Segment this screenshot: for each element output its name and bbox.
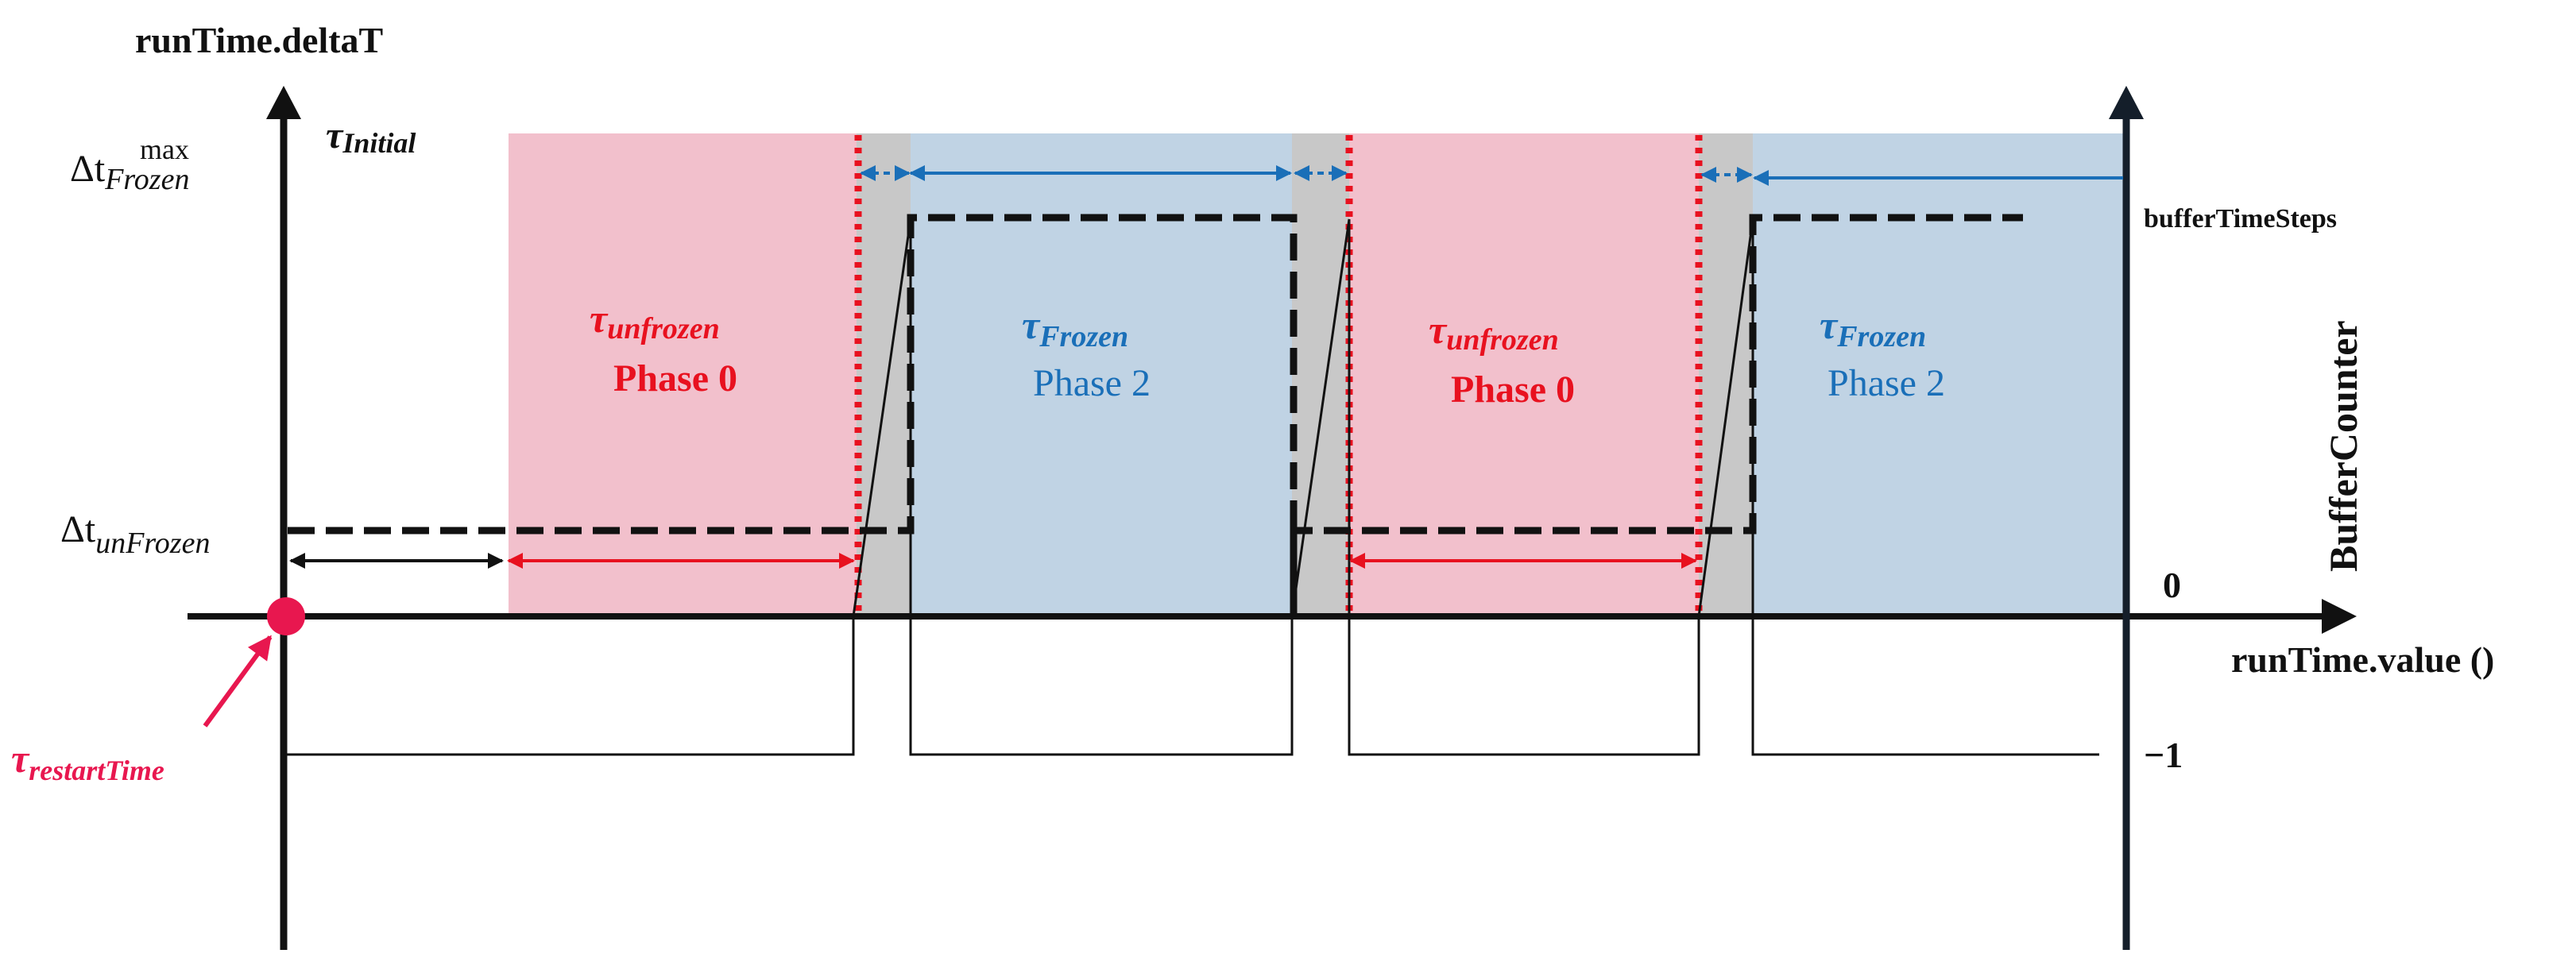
phase-tau-label-3: τunfrozen: [1429, 307, 1559, 357]
tau-initial-label: τInitial: [326, 114, 416, 159]
restart-pointer-arrow: [203, 635, 273, 728]
delta-t-frozen-max-label: ΔtFrozenmax: [70, 133, 189, 196]
frozen-region-2: [1753, 133, 2126, 616]
x-axis-title: runTime.value (): [2231, 639, 2494, 680]
phase-name-label-4: Phase 2: [1828, 362, 1945, 404]
phase-tau-label-2: τFrozen: [1022, 303, 1128, 353]
left-axis-arrowhead: [266, 86, 301, 119]
phase-name-label-2: Phase 2: [1033, 362, 1151, 404]
right-axis-zero-tick: 0: [2163, 565, 2181, 605]
buffer-time-steps-label: bufferTimeSteps: [2144, 204, 2337, 234]
restart-time-marker: [267, 597, 305, 635]
delta-t-unfrozen-label: ΔtunFrozen: [60, 508, 210, 560]
delta-t-dashed-profile: [288, 214, 2023, 615]
right-axis-arrowhead: [2109, 86, 2144, 119]
tau-restart-time-label: τrestartTime: [11, 736, 164, 786]
left-axis-title: runTime.deltaT: [135, 20, 383, 60]
transition-region-3: [1699, 133, 1753, 616]
phase-tau-label-1: τunfrozen: [590, 296, 720, 345]
unfrozen-region-1: [509, 133, 857, 616]
transition-region-2: [1292, 133, 1349, 616]
phase-name-label-3: Phase 0: [1451, 369, 1575, 411]
phase-name-label-1: Phase 0: [613, 357, 737, 400]
phase-tau-label-4: τFrozen: [1820, 303, 1926, 353]
buffer-counter-waveform: [286, 218, 2099, 756]
right-axis-minus-one-tick: −1: [2144, 735, 2183, 775]
frozen-region-1: [911, 133, 1292, 616]
right-axis-title: BufferCounter: [2321, 320, 2365, 572]
unfrozen-region-2: [1349, 133, 1699, 616]
x-axis-arrowhead: [2322, 599, 2357, 634]
